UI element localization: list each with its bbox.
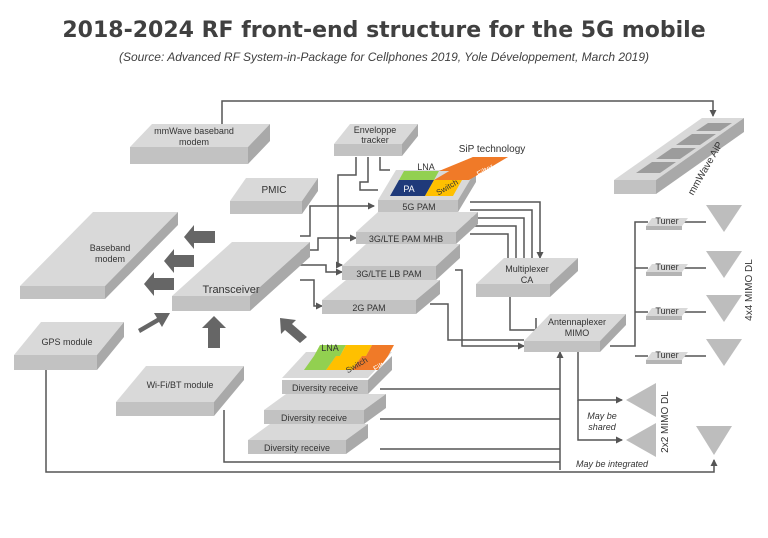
tuner-label: Tuner xyxy=(655,350,678,360)
diversity-receive-label: Diversity receive xyxy=(264,443,330,453)
multiplexer-block: Multiplexer CA xyxy=(476,258,578,297)
wifi-bt-label: Wi-Fi/BT module xyxy=(147,380,214,390)
mimo-2x2-label: 2x2 MIMO DL xyxy=(660,391,671,453)
antenna-icon xyxy=(706,339,742,366)
diversity-receive-block: Diversity receive xyxy=(264,394,386,424)
diversity-filter-chip xyxy=(366,345,394,356)
mimo-4x4-label: 4x4 MIMO DL xyxy=(744,259,755,321)
diversity-switch-chip xyxy=(340,345,372,356)
tuner-label: Tuner xyxy=(655,306,678,316)
may-be-integrated-label: May be integrated xyxy=(576,459,649,469)
tuner-block: Tuner xyxy=(646,350,688,364)
sip-lna-chip xyxy=(399,171,439,180)
diversity-lna-label: LNA xyxy=(321,343,339,353)
diversity-sip-top: LNA Switch Filter xyxy=(282,343,394,378)
multiplexer-label-1: Multiplexer xyxy=(505,264,549,274)
gps-module-block: GPS module xyxy=(14,322,124,370)
baseband-modem-label-2: modem xyxy=(95,254,125,264)
tuner-block: Tuner xyxy=(646,262,688,276)
pmic-label: PMIC xyxy=(262,185,287,196)
antennaplexer-label-1: Antennaplexer xyxy=(548,317,606,327)
diversity-receive-label: Diversity receive xyxy=(281,413,347,423)
arrow-icon xyxy=(164,249,194,273)
pam-2g-block: 2G PAM xyxy=(322,280,440,314)
pmic-block: PMIC xyxy=(230,178,318,214)
pam-lb-block: 3G/LTE LB PAM xyxy=(342,244,460,280)
antenna-icon xyxy=(706,251,742,278)
mmwave-aip-block: mmWave AiP xyxy=(614,118,744,197)
envelope-tracker-label-2: tracker xyxy=(361,135,389,145)
arrow-icon xyxy=(144,272,174,296)
diversity-receive-block: Diversity receive xyxy=(282,356,392,394)
antennaplexer-block: Antennaplexer MIMO xyxy=(524,314,626,352)
sip-technology-label: SiP technology xyxy=(459,144,526,155)
pam-mhb-label: 3G/LTE PAM MHB xyxy=(369,234,443,244)
antenna-icon xyxy=(706,295,742,322)
multiplexer-label-2: CA xyxy=(521,275,534,285)
tuner-block: Tuner xyxy=(646,306,688,320)
tuner-label: Tuner xyxy=(655,216,678,226)
envelope-tracker-label-1: Enveloppe xyxy=(354,125,397,135)
baseband-modem-block: Baseband modem xyxy=(20,212,178,299)
mmwave-modem-label-2: modem xyxy=(179,137,209,147)
diversity-receive-block: Diversity receive xyxy=(248,424,368,454)
transceiver-block: Transceiver xyxy=(172,242,310,311)
connection-lines xyxy=(45,100,718,473)
pam-mhb-block: 3G/LTE PAM MHB xyxy=(356,212,478,244)
mmwave-baseband-modem-block: mmWave baseband modem xyxy=(130,124,270,164)
antenna-icon xyxy=(706,205,742,232)
arrow-icon xyxy=(280,318,307,343)
antennaplexer-label-2: MIMO xyxy=(565,328,590,338)
pam-2g-label: 2G PAM xyxy=(352,303,385,313)
pam-lb-label: 3G/LTE LB PAM xyxy=(356,269,421,279)
page-title: 2018-2024 RF front-end structure for the… xyxy=(62,18,706,43)
sip-switch-chip xyxy=(425,180,462,196)
mmwave-modem-label-1: mmWave baseband xyxy=(154,126,234,136)
arrow-icon xyxy=(138,313,170,333)
pam-5g-label: 5G PAM xyxy=(402,202,435,212)
page-subtitle: (Source: Advanced RF System-in-Package f… xyxy=(118,50,650,64)
wifi-bt-module-block: Wi-Fi/BT module xyxy=(116,366,244,416)
sip-lna-label: LNA xyxy=(417,162,435,172)
baseband-modem-label-1: Baseband xyxy=(90,243,131,253)
envelope-tracker-block: Enveloppe tracker xyxy=(334,124,418,156)
sip-5g-pam-stack: 5G PAM PA LNA Switch Filter SiP technolo… xyxy=(378,144,525,212)
antenna-icon xyxy=(696,426,732,455)
tuner-block: Tuner xyxy=(646,216,688,230)
transceiver-label: Transceiver xyxy=(202,284,259,296)
may-be-shared-label-1: May be xyxy=(587,411,617,421)
antenna-icon xyxy=(626,423,656,457)
tuner-label: Tuner xyxy=(655,262,678,272)
sip-pa-chip xyxy=(390,180,434,196)
antenna-icon xyxy=(626,383,656,417)
diversity-lna-chip xyxy=(314,345,346,356)
diversity-receive-label: Diversity receive xyxy=(292,383,358,393)
gps-module-label: GPS module xyxy=(41,337,92,347)
sip-pa-label: PA xyxy=(403,184,414,194)
arrow-icon xyxy=(202,316,226,348)
may-be-shared-label-2: shared xyxy=(588,422,617,432)
arrow-icon xyxy=(184,225,215,249)
